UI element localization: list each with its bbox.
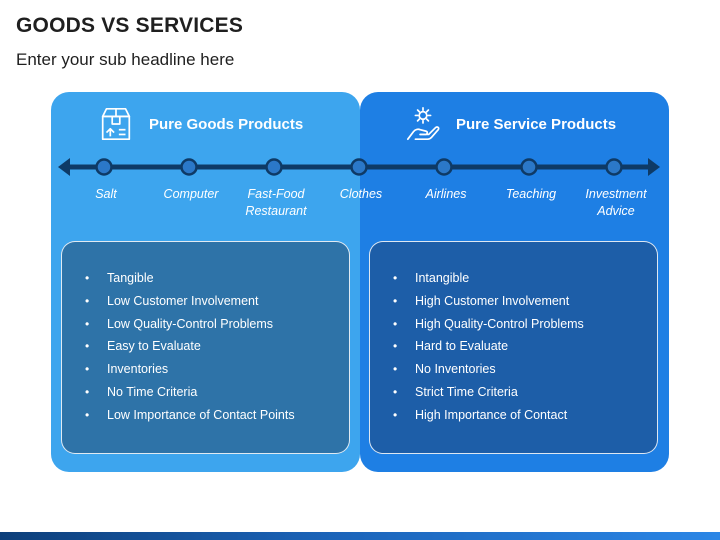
list-item: Tangible (82, 267, 295, 290)
services-characteristics-box: Intangible High Customer Involvement Hig… (369, 241, 658, 454)
list-item: Inventories (82, 358, 295, 381)
list-item: High Quality-Control Problems (390, 313, 584, 336)
package-icon (101, 107, 131, 141)
services-header: Pure Service Products (404, 104, 616, 144)
timeline-label-line: Fast-Food (247, 187, 305, 201)
goods-header: Pure Goods Products (97, 104, 303, 144)
timeline-label: Teaching (481, 186, 581, 203)
list-item: Hard to Evaluate (390, 335, 584, 358)
list-item: Strict Time Criteria (390, 381, 584, 404)
list-item: No Time Criteria (82, 381, 295, 404)
list-item: No Inventories (390, 358, 584, 381)
list-item: Intangible (390, 267, 584, 290)
page-title: GOODS VS SERVICES (16, 14, 244, 37)
list-item: Low Importance of Contact Points (82, 404, 295, 427)
timeline-label-line: Salt (95, 187, 117, 201)
bottom-accent-bar (0, 532, 720, 540)
list-item: High Importance of Contact (390, 404, 584, 427)
timeline-label-line: Restaurant (245, 204, 307, 218)
list-item: Low Customer Involvement (82, 290, 295, 313)
list-item: Low Quality-Control Problems (82, 313, 295, 336)
timeline-label: Computer (141, 186, 241, 203)
timeline-label-line: Advice (597, 204, 635, 218)
page-subtitle: Enter your sub headline here (16, 50, 235, 69)
goods-characteristics-list: Tangible Low Customer Involvement Low Qu… (82, 267, 295, 427)
goods-characteristics-box: Tangible Low Customer Involvement Low Qu… (61, 241, 350, 454)
timeline-label-line: Investment (585, 187, 647, 201)
list-item: Easy to Evaluate (82, 335, 295, 358)
timeline-label: Salt (56, 186, 156, 203)
timeline-label: Airlines (396, 186, 496, 203)
services-characteristics-list: Intangible High Customer Involvement Hig… (390, 267, 584, 427)
goods-heading: Pure Goods Products (149, 115, 304, 133)
hand-gear-icon (406, 106, 440, 141)
timeline-label-line: Airlines (425, 187, 467, 201)
services-heading: Pure Service Products (456, 115, 617, 133)
list-item: High Customer Involvement (390, 290, 584, 313)
timeline-label-line: Computer (163, 187, 219, 201)
timeline-label-line: Teaching (505, 187, 557, 201)
timeline-label-line: Clothes (339, 187, 383, 201)
timeline-label: Clothes (311, 186, 411, 203)
